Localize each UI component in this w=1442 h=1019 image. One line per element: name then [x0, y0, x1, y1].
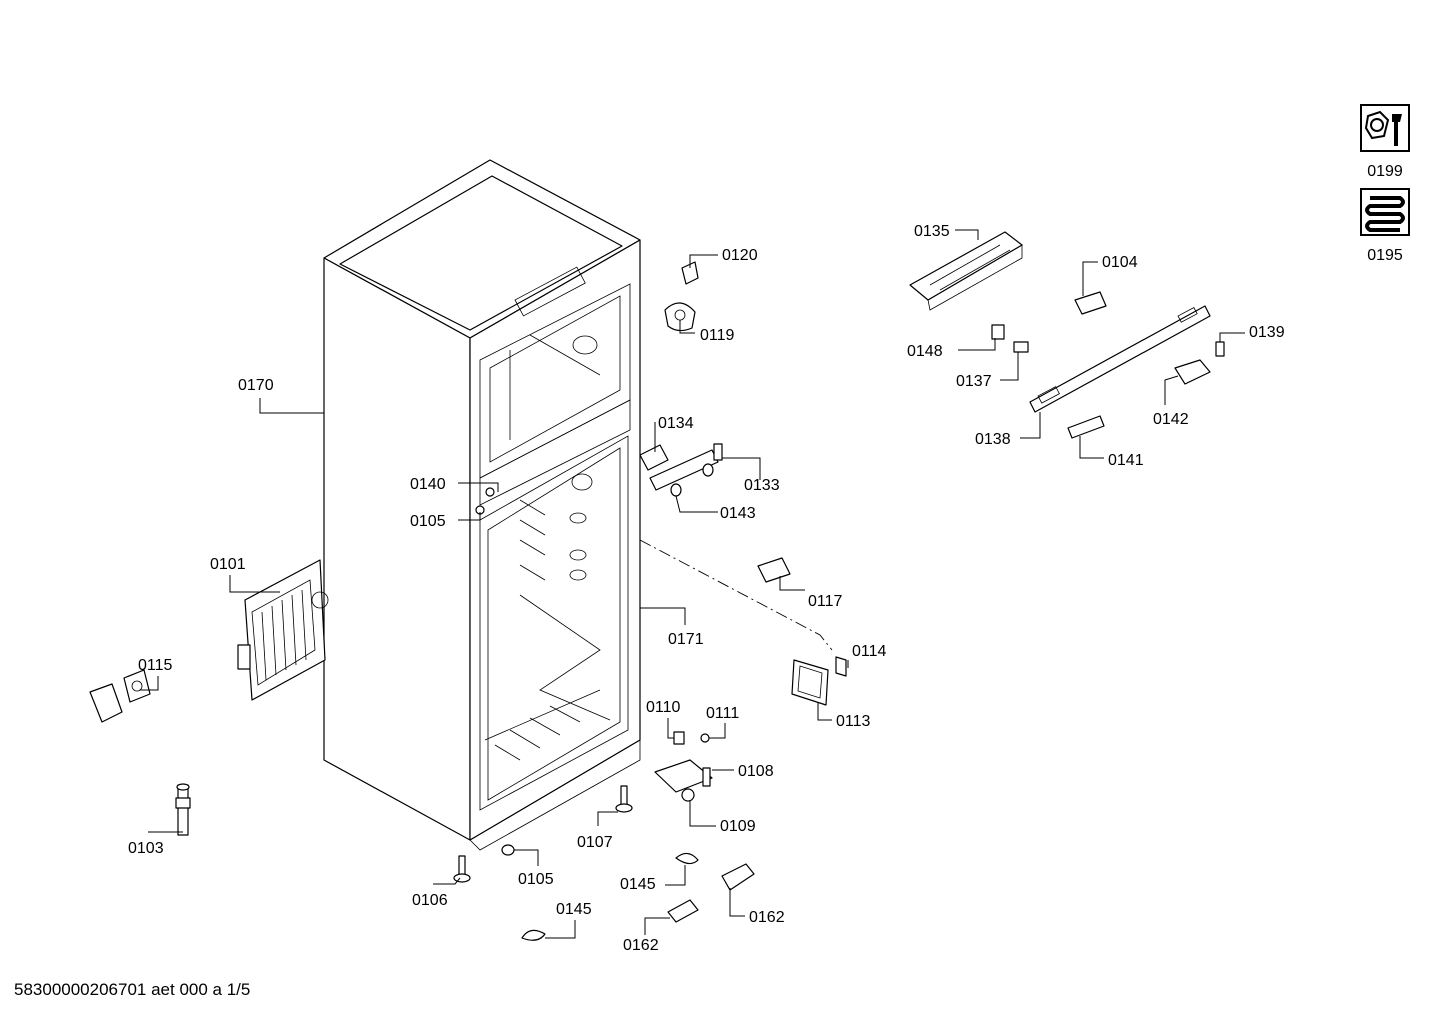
label-0134: 0134: [658, 415, 694, 432]
icon-caption-0195: 0195: [1367, 247, 1403, 264]
label-0110: 0110: [646, 699, 681, 716]
label-0117: 0117: [808, 593, 843, 610]
part-0143: [670, 463, 714, 497]
coil-icon: [1360, 188, 1410, 236]
part-0139: [1215, 341, 1225, 357]
part-0109: [654, 759, 713, 802]
label-0145-bottom: 0145: [556, 901, 592, 918]
part-0140: [485, 487, 495, 497]
part-0105-bottom: [501, 844, 515, 856]
label-0115: 0115: [138, 657, 173, 674]
label-0140: 0140: [410, 476, 446, 493]
label-0103: 0103: [128, 840, 164, 857]
part-0134: [639, 444, 669, 471]
label-0141: 0141: [1108, 452, 1144, 469]
leader-lines: [140, 229, 1245, 939]
label-0135: 0135: [914, 223, 950, 240]
part-0108: [702, 767, 711, 787]
part-0119: [664, 302, 696, 332]
label-0114: 0114: [852, 643, 887, 660]
label-0101: 0101: [210, 556, 246, 573]
label-0111: 0111: [706, 705, 739, 722]
label-0106: 0106: [412, 892, 448, 909]
part-0101: [237, 559, 329, 701]
label-0171: 0171: [668, 631, 704, 648]
part-0137: [1013, 341, 1029, 353]
label-0143: 0143: [720, 505, 756, 522]
label-0119: 0119: [700, 327, 735, 344]
part-0111: [700, 733, 710, 743]
part-0133: [649, 443, 723, 491]
label-0162-right: 0162: [749, 909, 785, 926]
label-0138: 0138: [975, 431, 1011, 448]
label-0148: 0148: [907, 343, 943, 360]
part-0162-a: [667, 899, 699, 923]
part-0135: [909, 231, 1023, 311]
label-0109: 0109: [720, 818, 756, 835]
assembly-guide-line: [639, 539, 833, 651]
label-0162-left: 0162: [623, 937, 659, 954]
label-0137: 0137: [956, 373, 992, 390]
part-0117: [757, 557, 791, 583]
part-0120: [681, 261, 699, 285]
part-0103: [175, 783, 191, 836]
part-0104: [1074, 291, 1107, 315]
label-0120: 0120: [722, 247, 758, 264]
part-0106: [453, 855, 471, 883]
label-0113: 0113: [836, 713, 871, 730]
part-0107: [615, 785, 633, 813]
document-id: 58300000206701 aet 000 a 1/5: [14, 980, 251, 999]
label-0170: 0170: [238, 377, 274, 394]
part-0114: [835, 656, 847, 677]
part-0138: [1029, 305, 1211, 413]
label-0145-right: 0145: [620, 876, 656, 893]
label-0108: 0108: [738, 763, 774, 780]
part-0110: [673, 731, 685, 745]
label-0133: 0133: [744, 477, 780, 494]
label-0142: 0142: [1153, 411, 1189, 428]
icon-caption-0199: 0199: [1367, 163, 1403, 180]
part-0145-a: [521, 929, 546, 941]
part-0142: [1174, 359, 1211, 385]
part-0141: [1067, 415, 1105, 439]
label-0104: 0104: [1102, 254, 1138, 271]
label-0105-bottom: 0105: [518, 871, 554, 888]
label-0107: 0107: [577, 834, 613, 851]
part-0113: [791, 659, 829, 706]
callout-labels: 0170 0101 0115 0103 0140 0105 0120 0119 …: [128, 223, 1285, 954]
cabinet-0170: [323, 159, 641, 851]
tools-icon: [1360, 104, 1410, 152]
part-0162-b: [721, 863, 755, 891]
part-0145-b: [675, 852, 699, 865]
part-0115: [89, 669, 151, 723]
label-0139: 0139: [1249, 324, 1285, 341]
part-0148: [991, 324, 1005, 340]
label-0105: 0105: [410, 513, 446, 530]
